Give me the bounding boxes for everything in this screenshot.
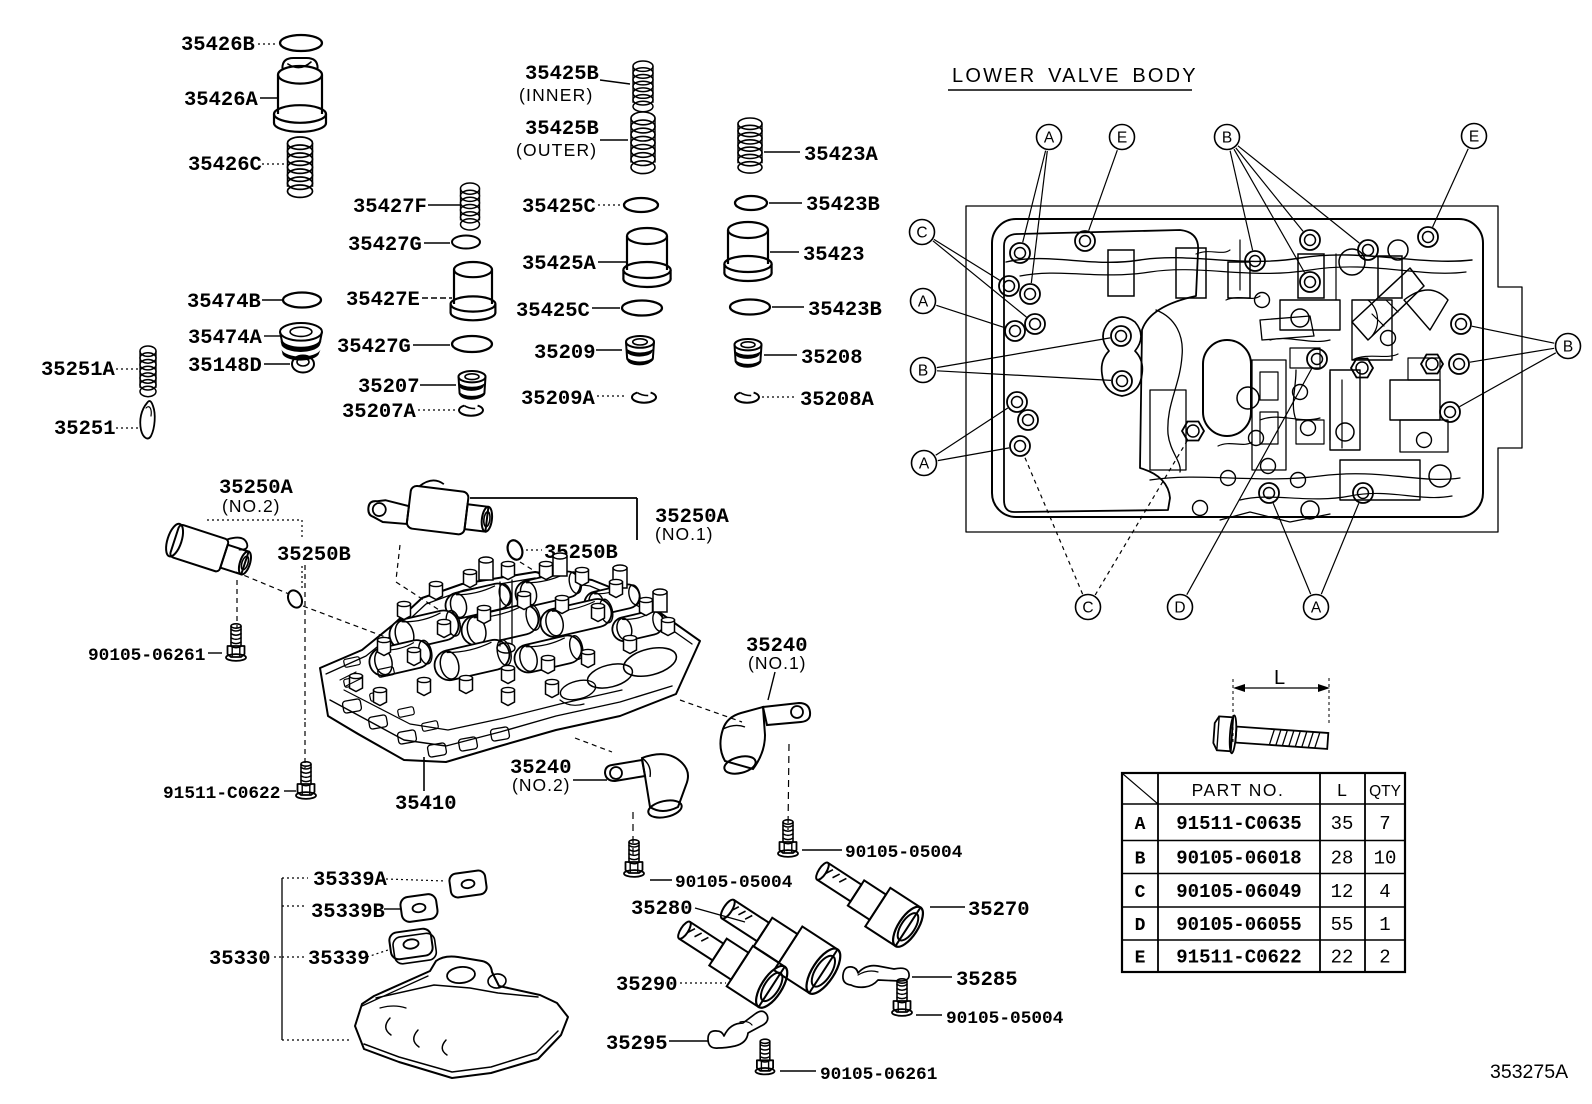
svg-text:35427F: 35427F [353, 196, 427, 219]
svg-text:35423: 35423 [803, 244, 865, 267]
svg-text:C: C [1082, 600, 1093, 617]
svg-text:55: 55 [1331, 914, 1354, 936]
svg-text:35474A: 35474A [188, 327, 263, 350]
svg-text:QTY: QTY [1369, 783, 1401, 800]
svg-text:35250A: 35250A [219, 477, 294, 500]
svg-text:35339B: 35339B [311, 901, 385, 924]
svg-text:35425B: 35425B [525, 118, 599, 141]
svg-text:35250A: 35250A [655, 506, 730, 529]
svg-text:90105-05004: 90105-05004 [675, 873, 793, 893]
svg-text:35427G: 35427G [337, 336, 411, 359]
svg-text:35339: 35339 [308, 948, 370, 971]
svg-text:35423A: 35423A [804, 144, 879, 167]
svg-text:35425C: 35425C [522, 196, 596, 219]
svg-text:35427E: 35427E [346, 289, 420, 312]
svg-text:C: C [1135, 883, 1146, 903]
svg-text:35207A: 35207A [342, 401, 417, 424]
svg-text:10: 10 [1374, 848, 1397, 870]
svg-text:35425C: 35425C [516, 300, 590, 323]
svg-text:35240: 35240 [746, 635, 808, 658]
svg-text:35427G: 35427G [348, 234, 422, 257]
svg-text:35208: 35208 [801, 347, 863, 370]
svg-text:35426B: 35426B [181, 34, 255, 57]
svg-text:D: D [1135, 916, 1146, 936]
svg-text:90105-05004: 90105-05004 [845, 843, 963, 863]
svg-text:A: A [1044, 130, 1055, 147]
svg-text:35208A: 35208A [800, 389, 875, 412]
svg-text:90105-06018: 90105-06018 [1176, 848, 1301, 870]
svg-text:(NO.2): (NO.2) [222, 496, 281, 516]
svg-text:(NO.2): (NO.2) [512, 775, 571, 795]
svg-text:91511-C0622: 91511-C0622 [1176, 947, 1301, 969]
svg-text:353275A: 353275A [1490, 1061, 1568, 1083]
svg-text:35425B: 35425B [525, 63, 599, 86]
svg-text:35425A: 35425A [522, 253, 597, 276]
svg-text:35423B: 35423B [808, 299, 882, 322]
svg-text:35290: 35290 [616, 974, 678, 997]
svg-text:35410: 35410 [395, 793, 457, 816]
svg-text:4: 4 [1379, 881, 1390, 903]
svg-text:(OUTER): (OUTER) [516, 140, 597, 160]
svg-text:B: B [1222, 130, 1232, 147]
svg-text:90105-06261: 90105-06261 [88, 646, 205, 666]
svg-text:90105-06261: 90105-06261 [820, 1065, 937, 1085]
svg-text:35330: 35330 [209, 948, 271, 971]
svg-text:90105-06055: 90105-06055 [1176, 914, 1301, 936]
svg-text:91511-C0622: 91511-C0622 [163, 784, 280, 804]
svg-text:A: A [918, 294, 929, 311]
svg-text:C: C [916, 225, 927, 242]
svg-text:35295: 35295 [606, 1033, 668, 1056]
svg-text:35251: 35251 [54, 418, 116, 441]
svg-text:35209: 35209 [534, 342, 596, 365]
svg-text:(NO.1): (NO.1) [655, 524, 714, 544]
svg-text:2: 2 [1379, 947, 1390, 969]
svg-text:35426A: 35426A [184, 89, 259, 112]
svg-text:L: L [1337, 780, 1347, 800]
svg-text:35280: 35280 [631, 898, 693, 921]
svg-text:35207: 35207 [358, 376, 420, 399]
svg-text:35250B: 35250B [277, 544, 351, 567]
svg-text:1: 1 [1379, 914, 1390, 936]
svg-text:35285: 35285 [956, 969, 1018, 992]
svg-text:22: 22 [1331, 947, 1354, 969]
svg-text:35474B: 35474B [187, 291, 261, 314]
svg-text:7: 7 [1379, 813, 1390, 835]
svg-text:B: B [918, 363, 928, 380]
svg-text:(INNER): (INNER) [519, 85, 594, 105]
svg-text:A: A [919, 456, 930, 473]
svg-text:E: E [1469, 129, 1479, 146]
svg-text:PART NO.: PART NO. [1192, 780, 1285, 800]
svg-text:LOWER VALVE BODY: LOWER VALVE BODY [952, 65, 1198, 87]
svg-text:90105-05004: 90105-05004 [946, 1009, 1064, 1029]
svg-text:E: E [1117, 130, 1127, 147]
svg-text:35148D: 35148D [188, 355, 262, 378]
svg-text:35423B: 35423B [806, 194, 880, 217]
svg-text:35240: 35240 [510, 757, 572, 780]
svg-text:35: 35 [1331, 813, 1354, 835]
svg-text:35339A: 35339A [313, 869, 388, 892]
svg-text:35426C: 35426C [188, 154, 262, 177]
svg-text:A: A [1135, 815, 1146, 835]
svg-text:L: L [1274, 667, 1285, 689]
svg-text:91511-C0635: 91511-C0635 [1176, 813, 1301, 835]
svg-text:35209A: 35209A [521, 388, 596, 411]
svg-text:90105-06049: 90105-06049 [1176, 881, 1301, 903]
svg-text:D: D [1174, 600, 1185, 617]
svg-text:12: 12 [1331, 881, 1354, 903]
svg-text:B: B [1563, 339, 1573, 356]
svg-text:35251A: 35251A [41, 359, 116, 382]
svg-text:A: A [1311, 600, 1322, 617]
svg-text:35270: 35270 [968, 899, 1030, 922]
svg-text:(NO.1): (NO.1) [748, 653, 807, 673]
svg-text:28: 28 [1331, 848, 1354, 870]
svg-text:B: B [1135, 850, 1146, 870]
svg-text:E: E [1135, 949, 1146, 969]
